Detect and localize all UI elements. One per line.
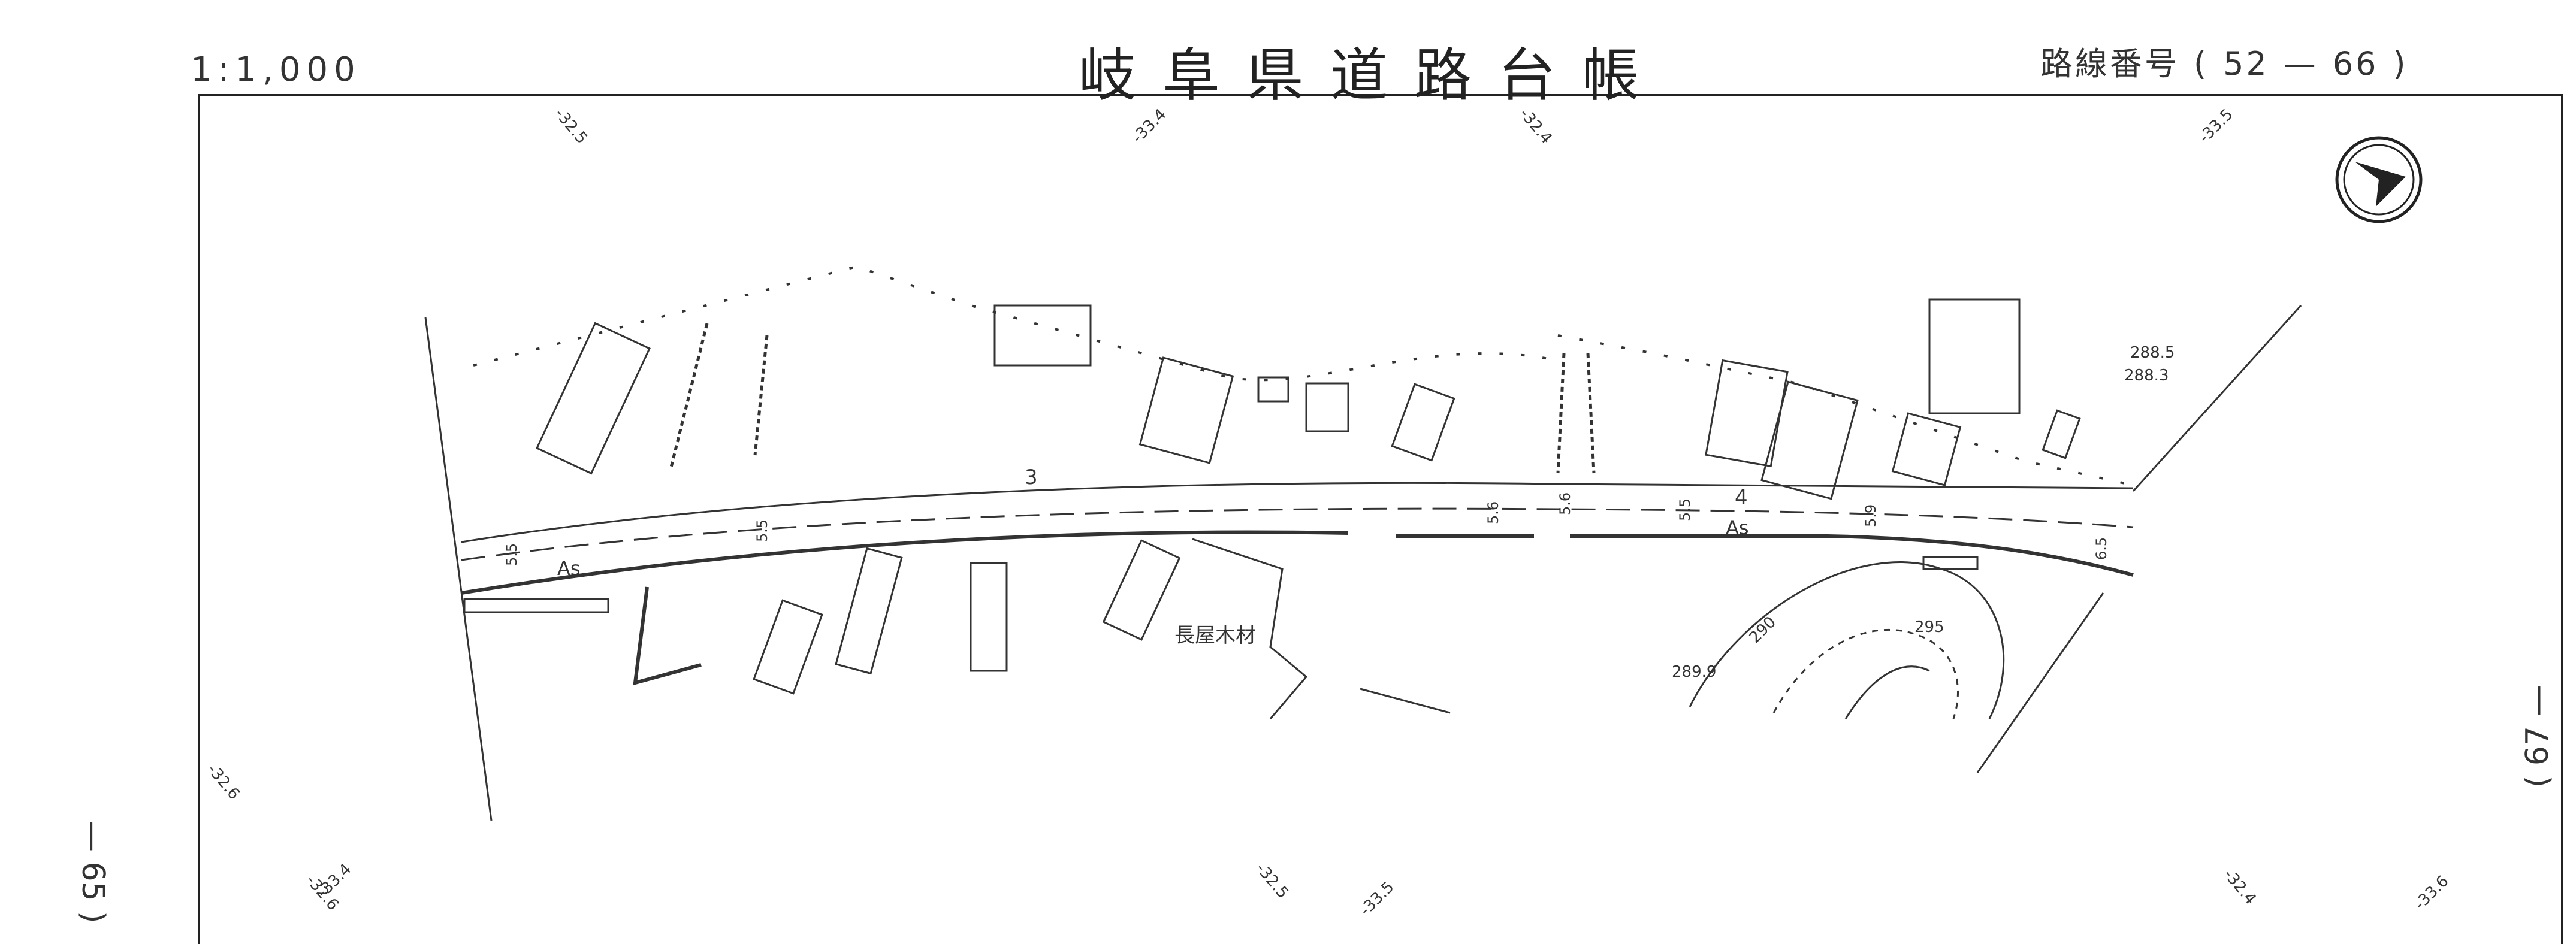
pavement-label: As — [1726, 516, 1749, 539]
route-close-paren: ) — [2393, 45, 2408, 83]
timber-yard-outline — [1192, 538, 1308, 719]
station-number: 4 — [1735, 486, 1748, 510]
route-dash: — — [2283, 45, 2318, 83]
elevation-point: 288.3 — [2124, 367, 2169, 385]
pavement-label: As — [557, 557, 581, 580]
property-line-north — [473, 265, 1553, 382]
route-label: 路線番号 — [2040, 45, 2179, 83]
road-width-label: 5.5 — [503, 543, 520, 566]
route-open-paren: ( — [2194, 45, 2209, 83]
road-width-label: 5.5 — [1677, 498, 1693, 521]
route-sheet-number: 66 — [2332, 45, 2379, 83]
elevation-point: 289.9 — [1672, 663, 1716, 681]
map-scale: 1:1,000 — [191, 50, 361, 89]
grid-coordinate: -32.4 — [1516, 105, 1556, 147]
grid-coordinate: -33.5 — [1357, 878, 1398, 919]
grid-coordinate: -32.6 — [204, 761, 243, 803]
road-width-label: 5.5 — [754, 519, 771, 542]
map-title: 岐阜県道路台帳 — [1079, 42, 1666, 109]
contour-line — [1689, 561, 2005, 719]
station-number: 3 — [1025, 465, 1038, 489]
building-name-label: 長屋木材 — [1174, 624, 1256, 648]
map-frame — [198, 94, 2563, 944]
contour-label: 295 — [1914, 618, 1944, 636]
grid-coordinate: -32.4 — [2220, 866, 2260, 908]
grid-coordinate: -33.6 — [2411, 872, 2453, 913]
road-width-label: 6.5 — [2093, 537, 2110, 560]
grid-coordinate: -33.5 — [2196, 105, 2237, 147]
elevation-point: 288.5 — [2130, 344, 2175, 362]
road-width-label: 5.6 — [1485, 501, 1502, 524]
contour-label: 290 — [1746, 613, 1780, 647]
guard-rail-west — [463, 598, 609, 613]
grid-coordinate: -32.5 — [551, 105, 591, 147]
guard-rail-east — [1922, 556, 1979, 570]
road-north-edge — [461, 482, 2134, 543]
road-center-line — [461, 507, 2134, 561]
route-number: 路線番号 (52 — 66) — [2040, 37, 2423, 84]
route-main-number: 52 — [2223, 45, 2269, 83]
road-south-edge — [461, 530, 1349, 595]
north-arrow-icon — [2335, 136, 2423, 223]
grid-coordinate: -33.4 — [1129, 105, 1170, 147]
grid-coordinate: -32.5 — [1252, 860, 1292, 902]
road-width-label: 5.9 — [1862, 504, 1879, 527]
road-width-label: 5.6 — [1557, 492, 1574, 515]
